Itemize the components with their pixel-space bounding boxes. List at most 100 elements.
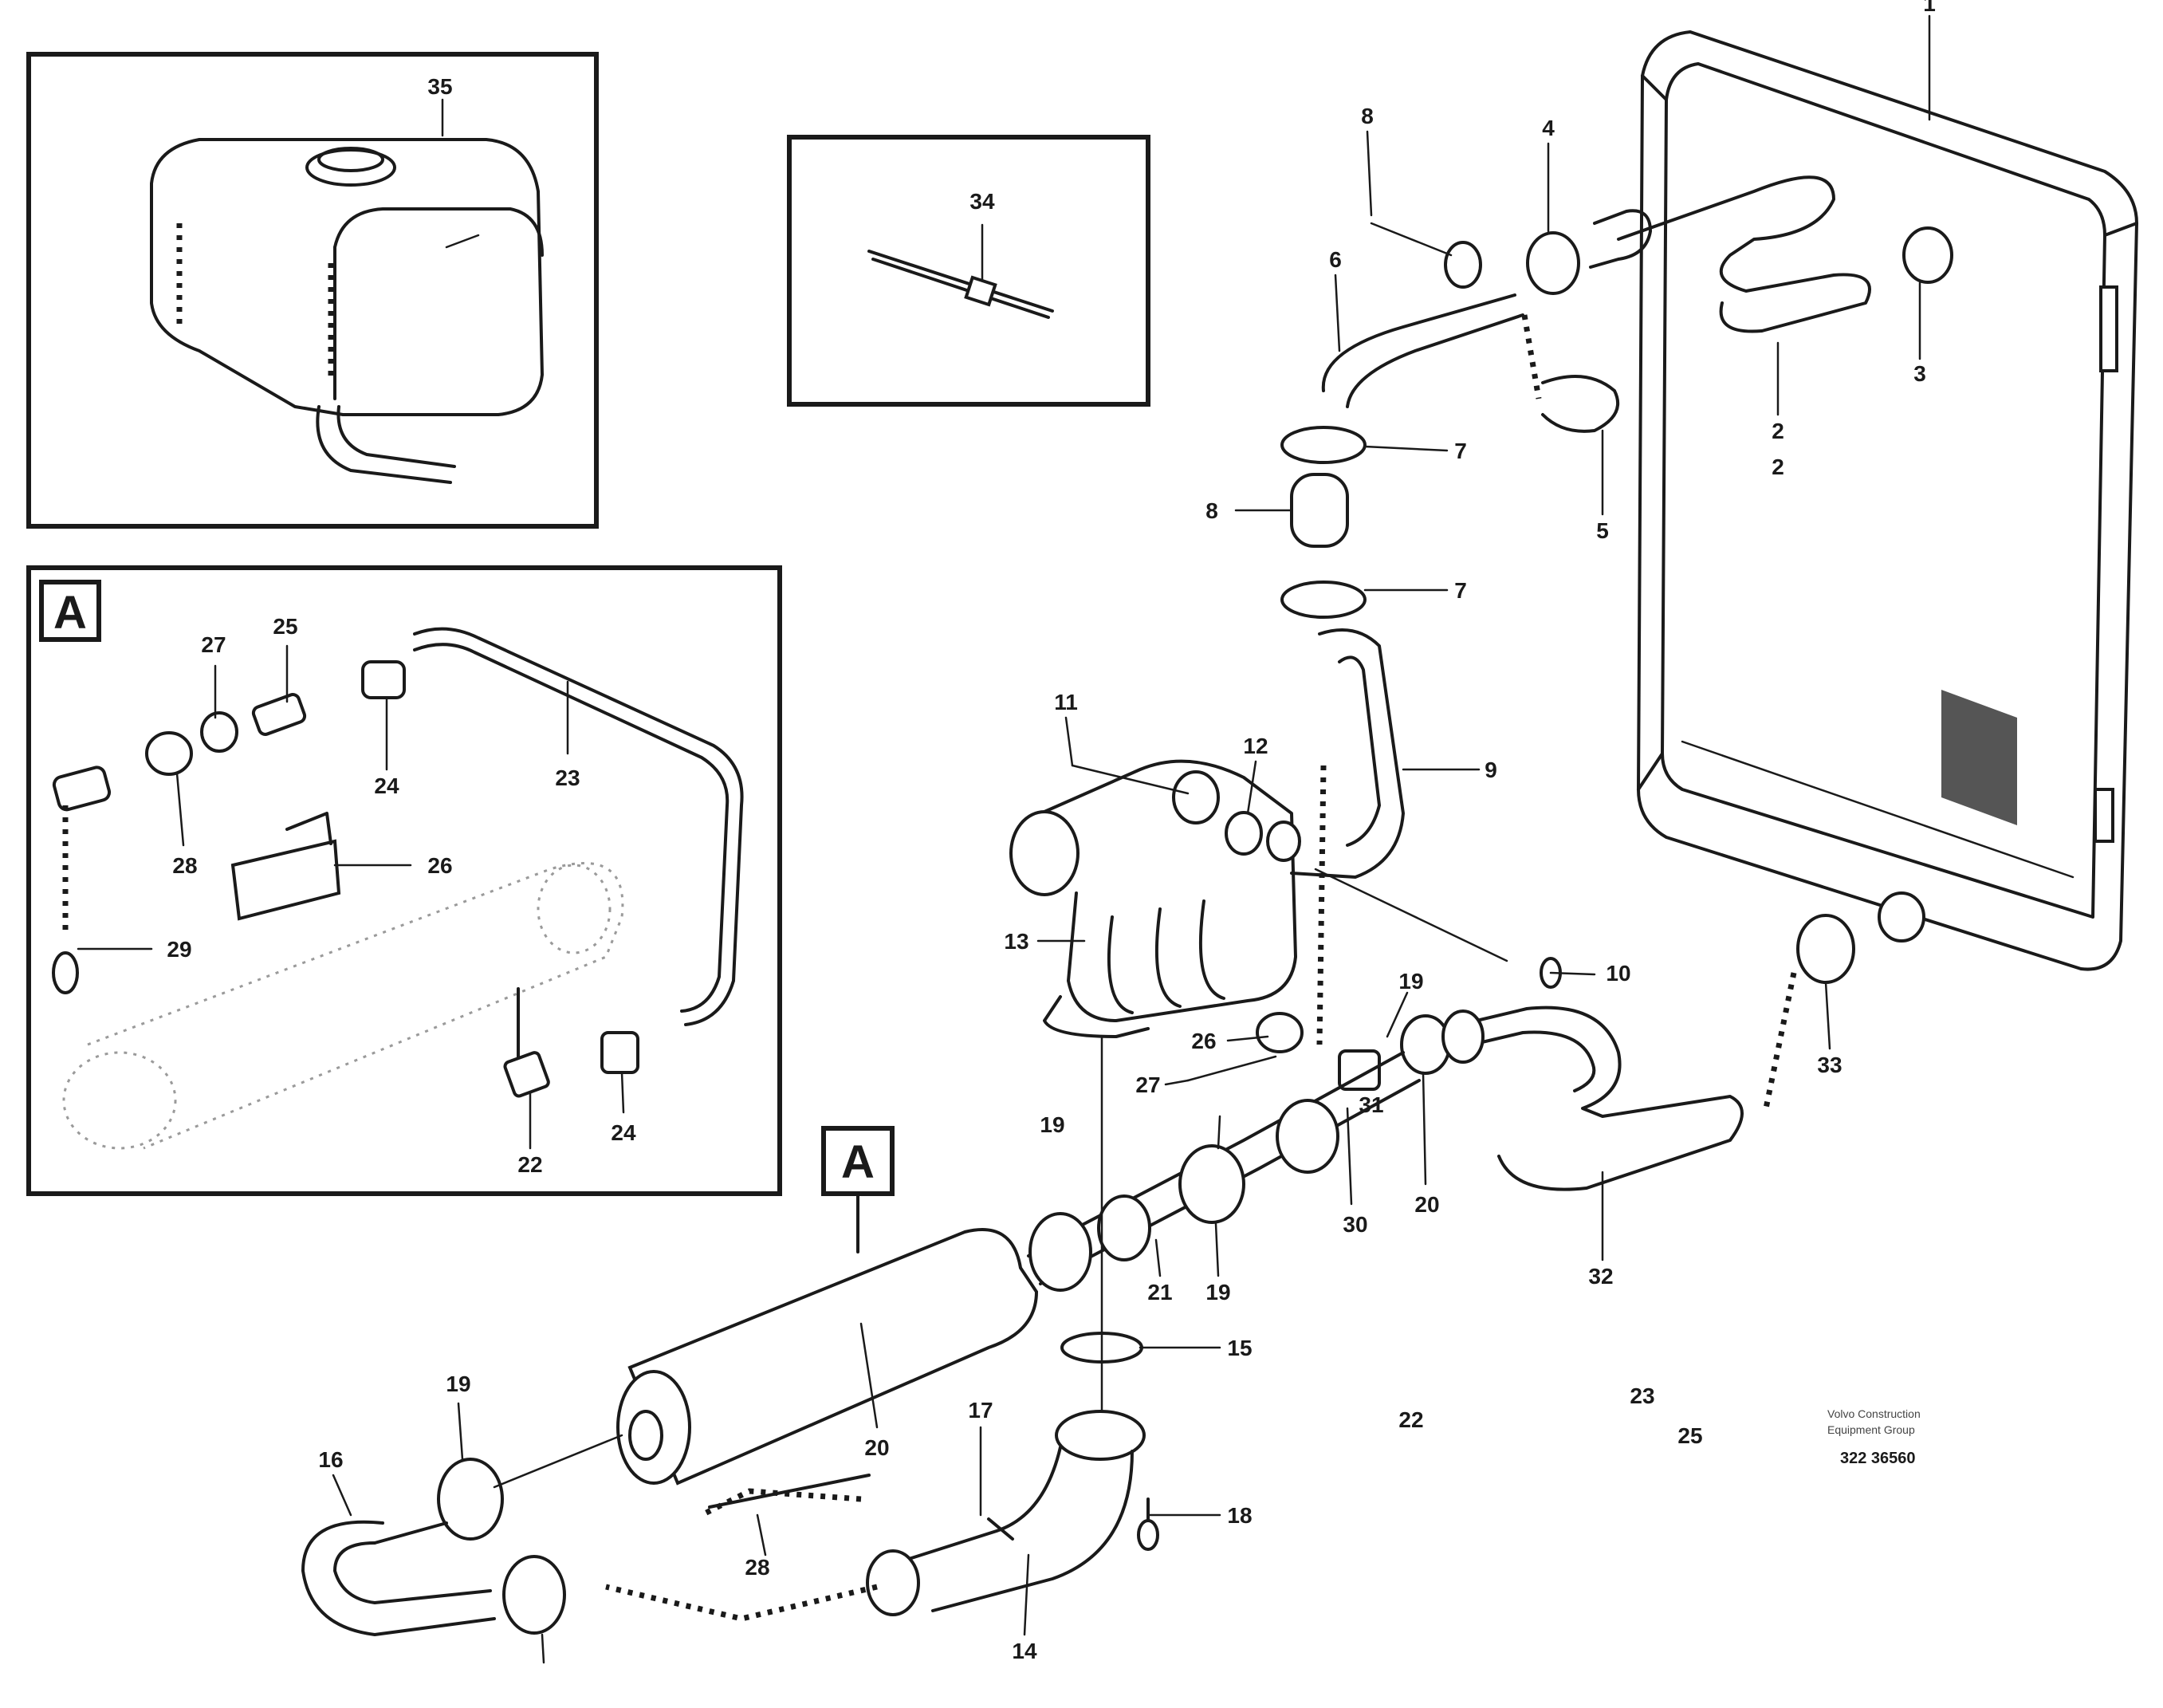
clamp-31-b xyxy=(1097,1194,1151,1261)
clamp-3 xyxy=(1902,226,1953,284)
radiator-frame-inner xyxy=(1661,62,2106,919)
radiator-side-port-b xyxy=(2094,788,2114,843)
leader-30 xyxy=(1346,1107,1353,1206)
inset-tank-frame xyxy=(26,52,599,529)
rod-center xyxy=(1316,765,1327,1045)
leader-33 xyxy=(1824,981,1831,1050)
radiator-bottom-rail xyxy=(1681,740,2075,879)
clamp-19-lower-a xyxy=(437,1458,504,1541)
elbow-16-outer xyxy=(301,1520,496,1636)
leader-28-a xyxy=(175,772,185,847)
hose-32-inner xyxy=(1453,1030,1596,1092)
label-24-a: 24 xyxy=(374,773,399,798)
leader-20-b xyxy=(859,1322,879,1429)
hose-32 xyxy=(1441,1006,1744,1191)
leader-11 xyxy=(1064,716,1074,767)
label-25-b: 25 xyxy=(1677,1423,1702,1448)
leader-16 xyxy=(332,1474,352,1517)
tank-cap-top xyxy=(317,147,384,172)
drawing-code-block: Volvo Construction Equipment Group 322 3… xyxy=(1827,1407,1921,1467)
label-5: 5 xyxy=(1596,518,1609,543)
footer-line-2: Equipment Group xyxy=(1827,1423,1915,1436)
inset-tank: 35 xyxy=(26,52,599,529)
lower-right-hose: 33 32 19 20 xyxy=(1338,891,1925,1289)
pipe-23 xyxy=(413,627,744,1026)
marker-a: A xyxy=(841,1136,875,1188)
label-29: 29 xyxy=(167,937,191,962)
label-7-b: 7 xyxy=(1454,578,1467,603)
label-2-b: 2 xyxy=(1772,455,1784,479)
clamp-11 xyxy=(1172,770,1220,824)
leader-19-a xyxy=(1386,991,1409,1038)
label-7-a: 7 xyxy=(1454,439,1467,463)
label-35: 35 xyxy=(427,74,452,99)
radiator: 1 2 3 xyxy=(1617,0,2138,971)
label-19-d: 19 xyxy=(446,1372,470,1396)
leader-12 xyxy=(1246,760,1257,815)
label-23-a: 23 xyxy=(555,765,580,790)
elbow-16-joint xyxy=(373,1521,448,1545)
label-34: 34 xyxy=(969,189,995,214)
stud-17 xyxy=(987,1517,1014,1541)
inset-a-tag-box xyxy=(39,580,101,642)
label-27-a: 27 xyxy=(201,632,226,657)
silencer-20-outlet xyxy=(628,1410,663,1461)
pipe-17-ghost xyxy=(708,1474,871,1509)
inset-a-tag: A xyxy=(53,587,87,639)
leader-7-a xyxy=(1363,445,1449,452)
label-25-a: 25 xyxy=(273,614,297,639)
label-28-b: 28 xyxy=(745,1555,769,1580)
main-exhaust: A 30 19 21 19 20 xyxy=(616,1051,1421,1486)
leader-14 xyxy=(1023,1553,1030,1636)
bracket-5 xyxy=(1541,375,1619,433)
hose-9 xyxy=(1290,628,1405,879)
label-26-b: 26 xyxy=(1191,1029,1216,1053)
label-6: 6 xyxy=(1329,247,1342,272)
fitting-25 xyxy=(251,693,307,736)
label-9: 9 xyxy=(1485,758,1497,782)
drawing-code: 322 36560 xyxy=(1840,1450,1916,1467)
radiator-side-port-a xyxy=(2099,285,2118,372)
leader-28-b xyxy=(756,1513,767,1556)
leader-19-d xyxy=(1214,1222,1220,1277)
gasket-7-top xyxy=(1280,426,1367,464)
fitting-5 xyxy=(1444,241,1482,289)
hose-8-sleeve xyxy=(1290,473,1349,548)
manifold: 11 12 13 10 26 27 xyxy=(1004,690,1630,1097)
clamp-14 xyxy=(866,1549,920,1616)
guide-lower xyxy=(493,1434,623,1489)
elbow-16-inner xyxy=(333,1541,492,1604)
inset-detail-a: A 27 25 24 23 28 xyxy=(26,565,782,1196)
leader-26-b xyxy=(1226,1035,1269,1042)
tank-hose-a xyxy=(316,405,452,484)
bolt-shaft-b xyxy=(871,258,1050,319)
bolt-nut xyxy=(964,275,997,307)
clamp-20-small xyxy=(1256,1012,1304,1053)
radiator-grille xyxy=(1941,690,2017,825)
clamp-19-lower-b xyxy=(502,1555,566,1635)
leader-11-b xyxy=(1071,764,1190,795)
label-23-b: 23 xyxy=(1630,1383,1654,1408)
label-30: 30 xyxy=(1343,1212,1367,1237)
fitting-12 xyxy=(1266,821,1301,862)
upper-hose-chain: 8 4 6 7 8 7 9 5 xyxy=(1205,104,1652,879)
tank-mark xyxy=(445,234,480,249)
manifold-outlet xyxy=(1009,810,1080,896)
clamp-4 xyxy=(1526,231,1580,295)
leader-19-e xyxy=(457,1402,464,1461)
bracket-26-flange xyxy=(285,812,332,845)
fitting-24-top xyxy=(361,660,406,699)
label-20-b: 20 xyxy=(864,1435,889,1460)
ghost-silencer-end-b xyxy=(537,864,612,954)
clamp-31-a xyxy=(1276,1099,1339,1174)
inset-a-frame xyxy=(26,565,782,1196)
inset-bolt-frame xyxy=(787,135,1150,407)
lower-assembly: 15 18 17 14 28 19 16 xyxy=(301,1035,1253,1664)
end-29 xyxy=(52,951,79,994)
tank-front-lip xyxy=(333,207,544,257)
label-11: 11 xyxy=(1054,690,1078,714)
manifold-flange xyxy=(1043,995,1150,1038)
fitting-27 xyxy=(200,711,238,753)
label-3: 3 xyxy=(1913,361,1926,386)
